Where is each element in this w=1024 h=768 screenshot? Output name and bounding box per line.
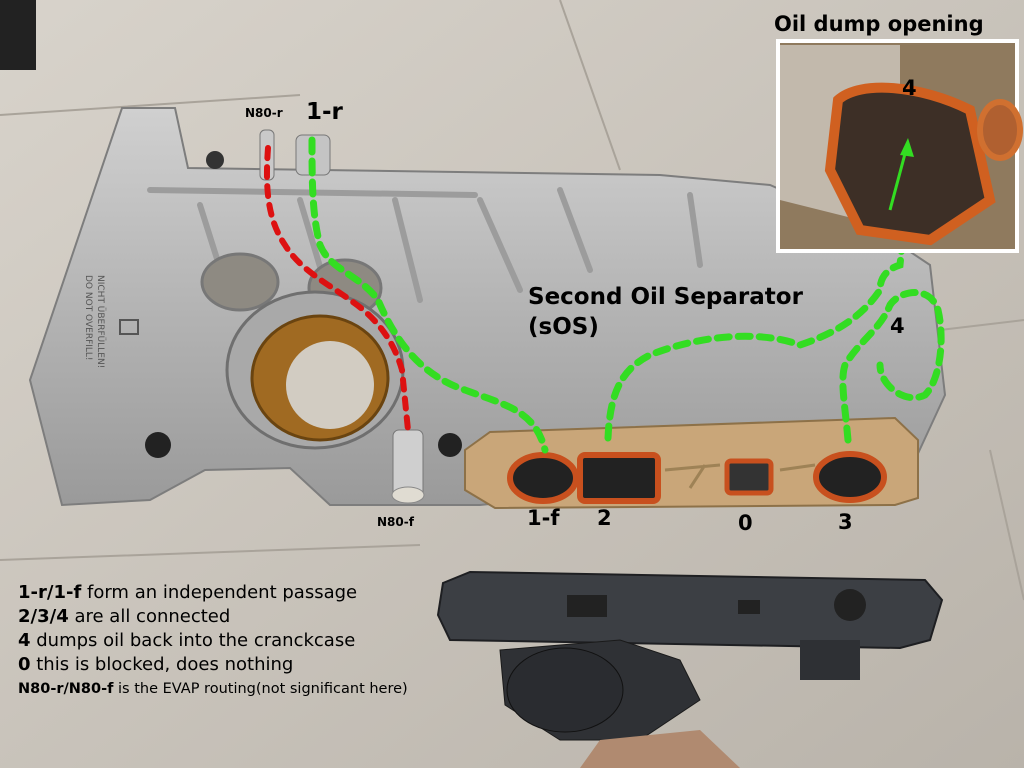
legend-line-5: N80-r/N80-f is the EVAP routing(not sign…	[18, 677, 518, 701]
separator-cover-part	[436, 570, 944, 650]
part-window	[567, 595, 607, 617]
label-1-r: 1-r	[306, 99, 343, 125]
plate-ribs	[664, 463, 816, 489]
legend-line-1: 1-r/1-f form an independent passage	[18, 581, 518, 605]
inset-title: Oil dump opening	[774, 12, 984, 36]
separator-title-line1: Second Oil Separator	[528, 284, 803, 310]
green-path-1	[308, 136, 549, 454]
legend-text: this is blocked, does nothing	[30, 654, 294, 675]
inset-marker-4: 4	[902, 76, 917, 100]
cam-opening	[200, 252, 280, 312]
filler-opening	[286, 341, 374, 429]
oil-dump-inset	[776, 39, 1023, 253]
legend-text: are all connected	[68, 606, 231, 627]
legend-key: 4	[18, 630, 31, 651]
pcv-tube	[800, 640, 860, 680]
legend-text: dumps oil back into the cranckcase	[30, 630, 356, 651]
bolt	[438, 433, 462, 457]
legend-key: 0	[18, 654, 31, 675]
n80-f-tip	[391, 486, 425, 504]
tile-seam	[0, 0, 1024, 601]
legend-text: is the EVAP routing(not significant here…	[113, 681, 408, 697]
inset-arrow-head	[900, 138, 914, 157]
part-port	[834, 589, 866, 621]
dark-object	[0, 0, 36, 70]
part-window	[738, 600, 760, 614]
separator-title-line2: (sOS)	[528, 314, 599, 340]
label-2: 2	[597, 506, 612, 530]
legend-key: 1-r/1-f	[18, 582, 82, 603]
green-path-3	[839, 289, 945, 444]
port-2	[577, 452, 661, 504]
legend: 1-r/1-f form an independent passage 2/3/…	[18, 581, 518, 701]
port-0	[724, 458, 774, 496]
legend-line-4: 0 this is blocked, does nothing	[18, 653, 518, 677]
legend-key: 2/3/4	[18, 606, 69, 627]
label-1-f: 1-f	[527, 506, 560, 530]
bolt	[145, 432, 171, 458]
green-path-2	[604, 211, 909, 442]
legend-text: form an independent passage	[81, 582, 358, 603]
port-3	[813, 451, 887, 503]
book-icon	[119, 319, 139, 335]
legend-line-3: 4 dumps oil back into the cranckcase	[18, 629, 518, 653]
svg-text:DO NOT OVERFILL!: DO NOT OVERFILL!	[83, 275, 93, 361]
label-n80-f: N80-f	[377, 515, 414, 529]
red-evap-path	[264, 145, 411, 433]
label-0: 0	[738, 511, 753, 535]
port-1f	[507, 452, 579, 504]
legend-key: N80-r/N80-f	[18, 681, 114, 697]
overfill-stamp: NICHT ÜBERFÜLLEN! DO NOT OVERFILL!	[83, 275, 106, 368]
pcv-valve	[506, 647, 624, 733]
label-3: 3	[838, 510, 853, 534]
hand	[580, 730, 740, 768]
legend-line-2: 2/3/4 are all connected	[18, 605, 518, 629]
label-n80-r: N80-r	[245, 106, 283, 120]
inset-arrow	[888, 149, 908, 211]
bolt	[206, 151, 224, 169]
separator-title: Second Oil Separator (sOS)	[528, 282, 803, 342]
label-4: 4	[890, 314, 905, 338]
svg-text:NICHT ÜBERFÜLLEN!: NICHT ÜBERFÜLLEN!	[95, 275, 106, 368]
